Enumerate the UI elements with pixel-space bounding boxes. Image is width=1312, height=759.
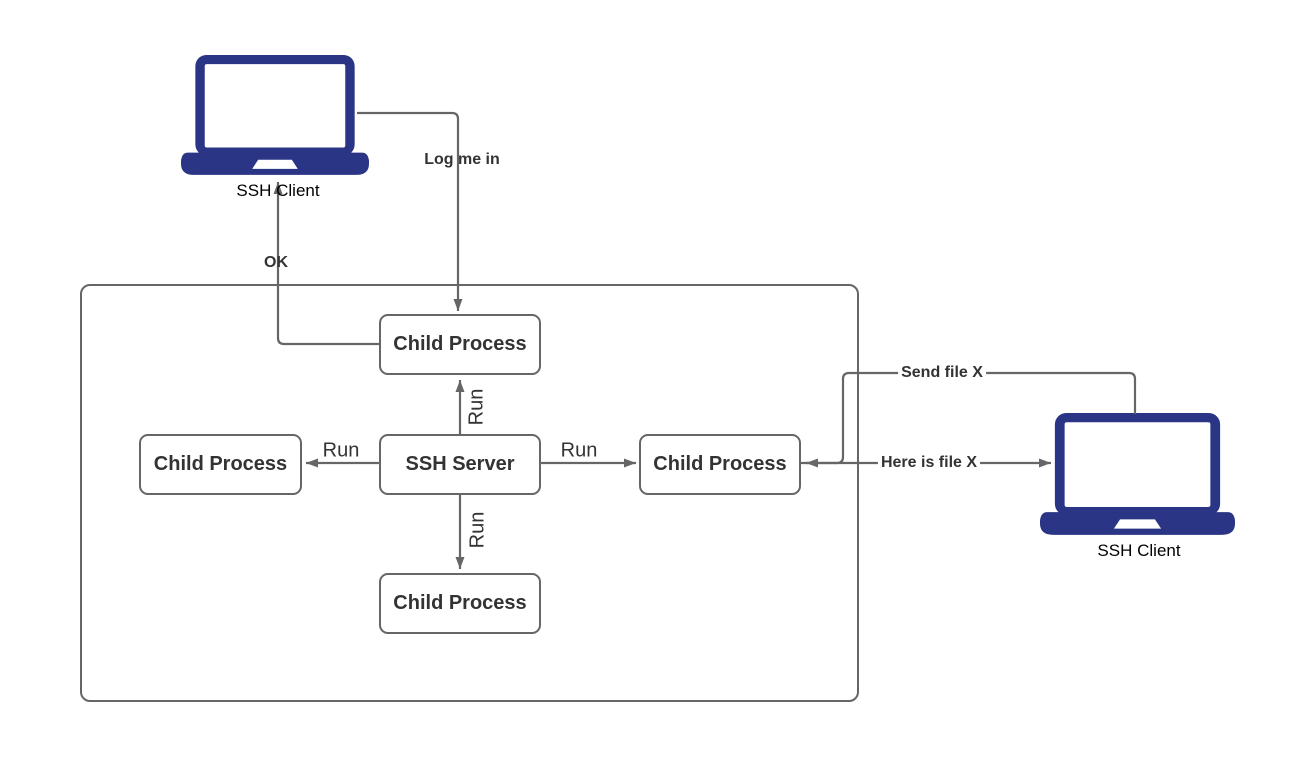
node-child-process-top: Child Process xyxy=(379,314,541,375)
edge-log-me-in xyxy=(357,111,463,311)
laptop-screen-inner xyxy=(204,64,346,148)
laptop-notch xyxy=(1113,519,1162,529)
server-boundary-box xyxy=(80,284,859,702)
edge-label-ok: OK xyxy=(264,254,288,271)
edge-label-run-down: Run xyxy=(466,511,489,549)
client-label-left: SSH Client xyxy=(236,181,320,200)
node-child-process-left: Child Process xyxy=(139,434,302,495)
node-child-process-right: Child Process xyxy=(639,434,801,495)
node-ssh-server: SSH Server xyxy=(379,434,541,495)
laptop-icon-right xyxy=(1040,413,1235,535)
edge-label-log-me-in: Log me in xyxy=(424,151,500,168)
laptop-notch xyxy=(252,159,298,169)
edge-label-send-file: Send file X xyxy=(898,364,986,382)
edge-label-here-is-file: Here is file X xyxy=(877,454,981,472)
edge-label-run-up: Run xyxy=(465,388,488,426)
edge-label-run-left: Run xyxy=(322,439,360,462)
laptop-screen-inner xyxy=(1064,422,1211,507)
node-child-process-bottom: Child Process xyxy=(379,573,541,634)
edge-label-run-right: Run xyxy=(560,439,598,462)
client-label-right: SSH Client xyxy=(1097,541,1181,560)
laptop-icon-left xyxy=(181,55,369,175)
